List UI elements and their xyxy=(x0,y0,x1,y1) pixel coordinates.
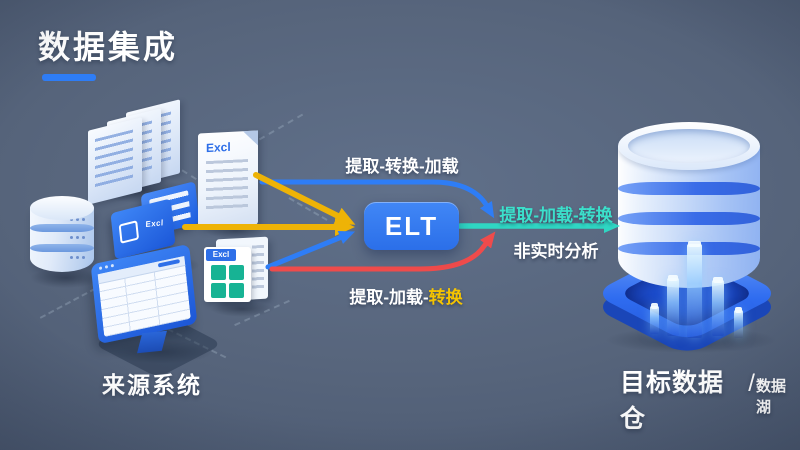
label-output-note: 非实时分析 xyxy=(513,242,599,261)
dashed-connector xyxy=(288,197,328,221)
folded-corner-icon xyxy=(243,130,258,147)
excel-document-icon: Excl xyxy=(198,130,262,234)
caption-target-separator: / xyxy=(748,370,755,397)
warehouse-illustration xyxy=(572,118,800,358)
caption-source-systems: 来源系统 xyxy=(102,372,202,398)
caption-target-sub: 数据湖 xyxy=(755,378,786,416)
label-output-path: 提取-加载-转换 xyxy=(499,206,613,225)
excel-sheet-label: Excl xyxy=(206,249,236,261)
glow-bar-icon xyxy=(650,303,659,334)
spreadsheet-grid-icon xyxy=(211,265,244,298)
window-dots-icon xyxy=(98,266,103,270)
card-label: Excl xyxy=(145,218,164,230)
glow-bar-icon xyxy=(687,241,702,338)
label-etl-path: 提取-转换-加载 xyxy=(345,157,459,176)
label-elt-transform-highlight: 转换 xyxy=(428,288,463,307)
monitor-spreadsheet-icon xyxy=(90,243,224,378)
excel-doc-label: Excl xyxy=(206,139,231,156)
arrow-excel-to-elt-yellow xyxy=(253,172,356,225)
elt-node: ELT xyxy=(364,202,459,250)
glow-bar-icon xyxy=(734,307,743,338)
caption-target-warehouse: 目标数据仓 / 数据湖 xyxy=(620,363,800,435)
dashed-connector xyxy=(258,113,304,141)
source-database-icon xyxy=(30,196,94,282)
glow-bar-icon xyxy=(712,277,724,336)
arrow-sheet-to-elt-blue xyxy=(265,231,356,270)
shadow xyxy=(198,298,286,320)
glow-bar-icon xyxy=(667,275,679,336)
label-elt-path: 提取-加载-转换 xyxy=(349,288,463,307)
page-title: 数据集成 xyxy=(38,29,179,65)
excel-sheet-icon: Excl xyxy=(204,236,270,310)
caption-target-main: 目标数据仓 xyxy=(620,369,725,433)
title-underline xyxy=(42,74,96,81)
